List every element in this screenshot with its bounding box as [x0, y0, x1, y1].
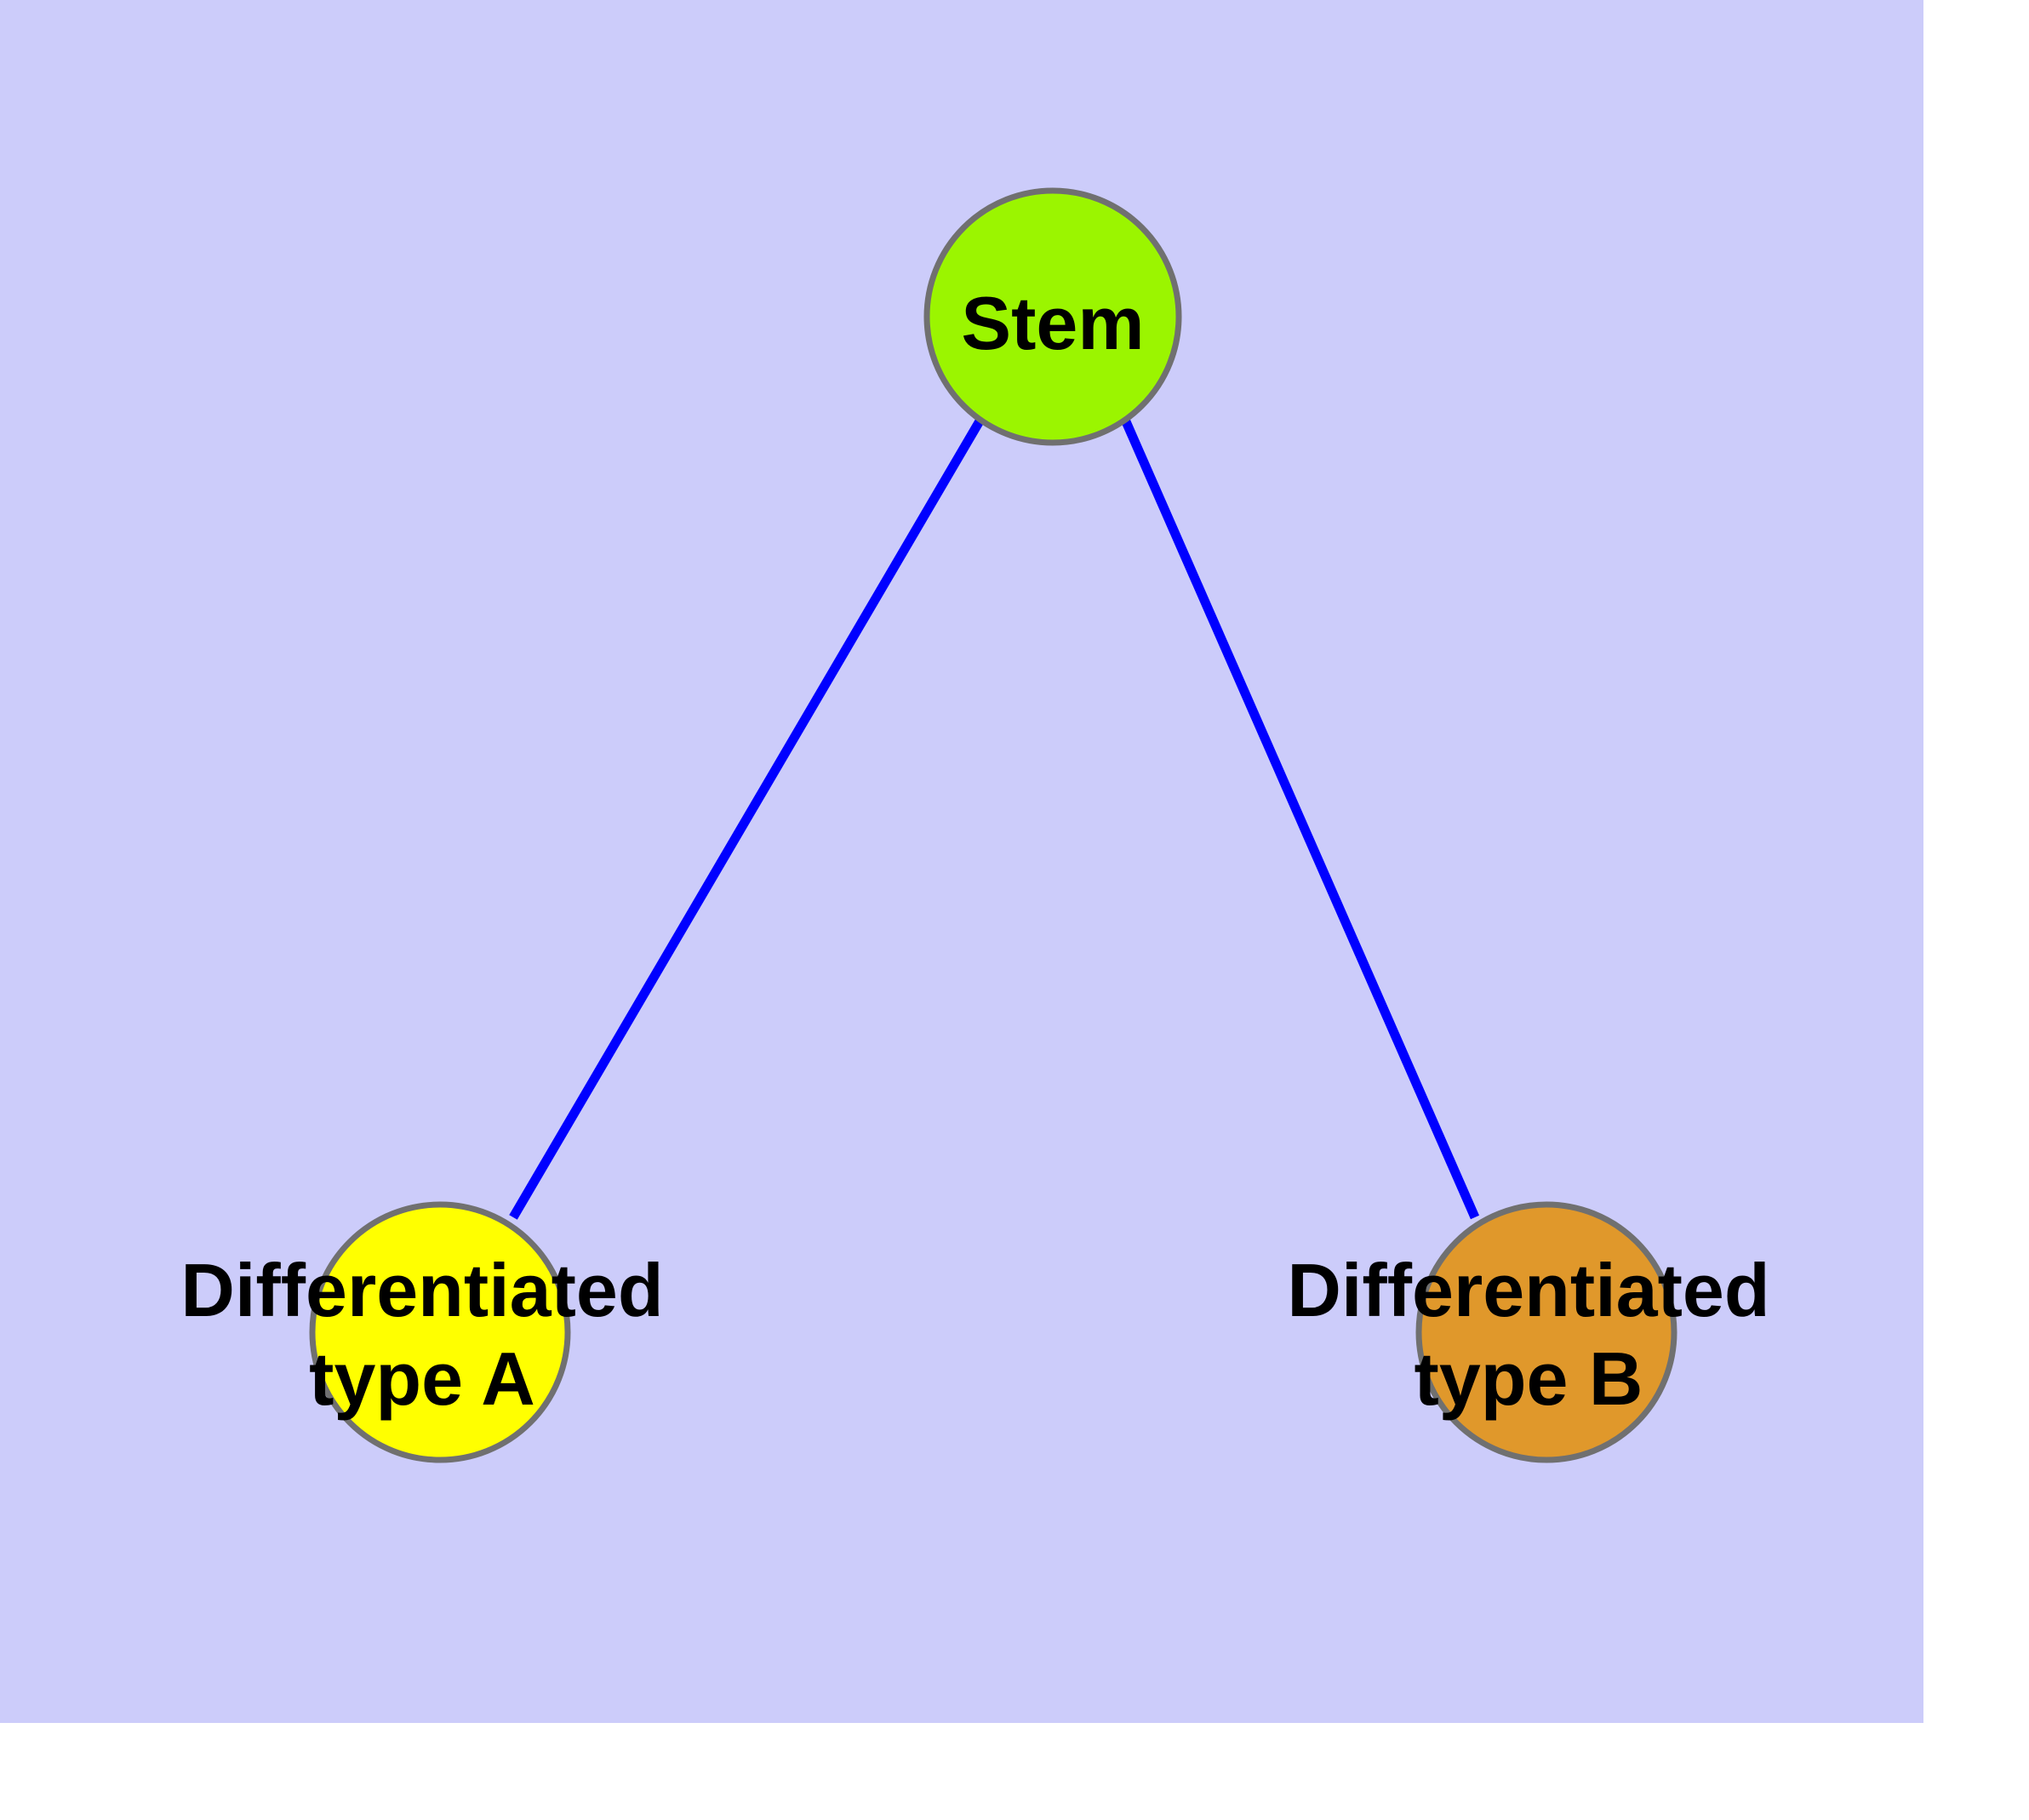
graph-edge-stem-to-diff-a[interactable] [509, 417, 985, 1220]
node-label-line: type A [309, 1336, 535, 1421]
graph-edge-stem-to-diff-b[interactable] [1120, 417, 1480, 1220]
node-label-stem: Stem [961, 281, 1144, 365]
graph-node-diff_b[interactable] [1415, 1201, 1677, 1463]
edges-layer [509, 417, 1480, 1220]
node-label-line: Differentiated [180, 1248, 663, 1332]
node-label-line: Differentiated [1287, 1248, 1769, 1332]
nodes-layer [309, 187, 1677, 1463]
graph-node-diff_a[interactable] [309, 1201, 571, 1463]
node-label-line: Stem [961, 281, 1144, 365]
node-label-line: type B [1415, 1336, 1643, 1421]
graph-node-stem[interactable] [923, 187, 1182, 446]
